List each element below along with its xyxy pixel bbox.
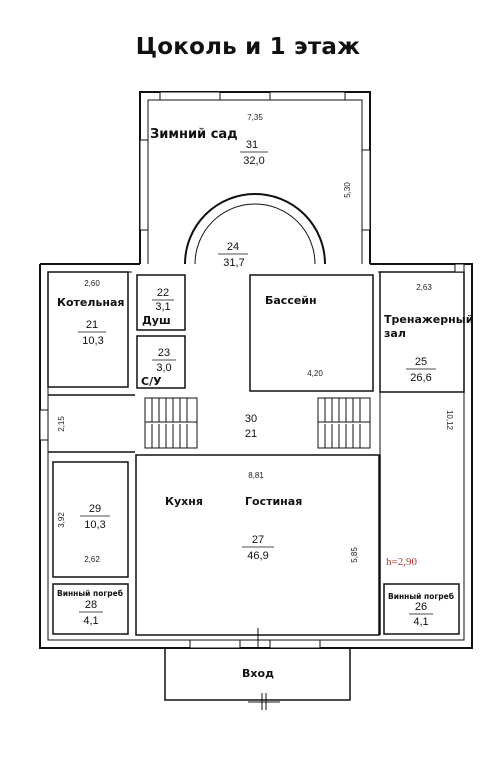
page-title: Цоколь и 1 этаж [135, 34, 361, 60]
svg-text:31: 31 [246, 139, 258, 151]
svg-text:26,6: 26,6 [410, 372, 431, 384]
svg-text:2,62: 2,62 [84, 555, 100, 564]
svg-text:3,1: 3,1 [155, 301, 170, 313]
svg-text:46,9: 46,9 [247, 550, 268, 562]
svg-text:30: 30 [245, 413, 257, 425]
svg-text:21: 21 [86, 319, 98, 331]
svg-text:28: 28 [85, 599, 97, 611]
hall-arc [184, 193, 326, 265]
label-entrance: Вход [242, 667, 274, 680]
svg-text:4,20: 4,20 [307, 369, 323, 378]
svg-text:29: 29 [89, 503, 101, 515]
outer-wall [39, 263, 473, 649]
label-wine-right: Винный погреб [388, 592, 454, 601]
svg-text:21: 21 [245, 428, 257, 440]
room-gym [379, 271, 465, 393]
label-winter-garden: Зимний сад [150, 127, 238, 142]
label-boiler: Котельная [57, 296, 124, 309]
label-wine-left: Винный погреб [57, 589, 123, 598]
stairs-left [144, 397, 198, 449]
room-shower [136, 274, 186, 331]
porch [164, 648, 351, 701]
svg-text:2,60: 2,60 [84, 279, 100, 288]
svg-text:зал: зал [384, 327, 406, 340]
svg-text:32,0: 32,0 [243, 155, 264, 167]
svg-text:10,12: 10,12 [445, 410, 454, 431]
entry-marks [248, 118, 371, 710]
svg-text:10,3: 10,3 [82, 335, 103, 347]
svg-text:3,92: 3,92 [57, 512, 66, 528]
svg-text:25: 25 [415, 356, 427, 368]
label-shower: Душ [142, 314, 171, 327]
room-29 [52, 461, 129, 578]
svg-text:5,30: 5,30 [343, 182, 352, 198]
room-wc [136, 335, 186, 389]
svg-text:22: 22 [157, 287, 169, 299]
svg-text:31,7: 31,7 [223, 257, 244, 269]
room-wine-left [52, 583, 129, 635]
label-pool: Бассейн [265, 294, 317, 307]
svg-text:4,1: 4,1 [83, 615, 98, 627]
stairs-right [317, 397, 371, 449]
svg-text:2,15: 2,15 [57, 416, 66, 432]
svg-text:2,63: 2,63 [416, 283, 432, 292]
label-wc: С/У [141, 375, 162, 388]
room-wine-right [383, 583, 460, 635]
label-kitchen: Кухня [165, 495, 203, 508]
svg-text:8,81: 8,81 [248, 471, 264, 480]
svg-text:24: 24 [227, 241, 239, 253]
svg-text:10,3: 10,3 [84, 519, 105, 531]
svg-text:3,0: 3,0 [156, 362, 171, 374]
svg-text:26: 26 [415, 601, 427, 613]
svg-text:27: 27 [252, 534, 264, 546]
room-pool [249, 274, 374, 392]
height-note: h=2,90 [386, 556, 417, 568]
svg-text:23: 23 [158, 347, 170, 359]
label-living: Гостиная [245, 495, 302, 508]
svg-text:5,85: 5,85 [350, 547, 359, 563]
svg-text:7,35: 7,35 [247, 113, 263, 122]
room-boiler [47, 271, 129, 388]
svg-text:4,1: 4,1 [413, 616, 428, 628]
label-gym: Тренажерный [384, 313, 473, 326]
